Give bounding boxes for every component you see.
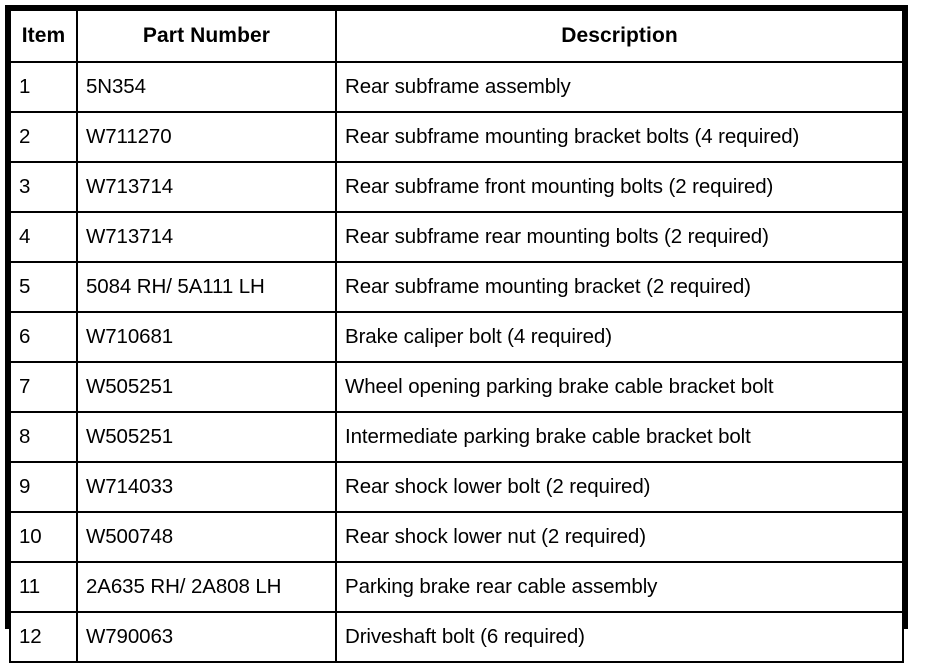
cell-item: 5 [9,261,78,313]
cell-description: Brake caliper bolt (4 required) [335,311,904,363]
cell-description: Intermediate parking brake cable bracket… [335,411,904,463]
cell-part-number: W505251 [76,411,337,463]
cell-description: Rear subframe mounting bracket bolts (4 … [335,111,904,163]
cell-part-number: W713714 [76,161,337,213]
cell-part-number: W713714 [76,211,337,263]
column-header-part-number: Part Number [76,9,337,63]
cell-item: 6 [9,311,78,363]
table-header-row: Item Part Number Description [9,9,904,63]
cell-item: 9 [9,461,78,513]
cell-item: 10 [9,511,78,563]
column-header-item: Item [9,9,78,63]
cell-item: 1 [9,61,78,113]
cell-part-number: W714033 [76,461,337,513]
cell-part-number: 2A635 RH/ 2A808 LH [76,561,337,613]
cell-description: Rear subframe front mounting bolts (2 re… [335,161,904,213]
cell-item: 12 [9,611,78,663]
cell-description: Rear subframe assembly [335,61,904,113]
cell-part-number: W710681 [76,311,337,363]
cell-description: Wheel opening parking brake cable bracke… [335,361,904,413]
cell-description: Rear shock lower nut (2 required) [335,511,904,563]
cell-description: Rear shock lower bolt (2 required) [335,461,904,513]
cell-part-number: W505251 [76,361,337,413]
cell-item: 4 [9,211,78,263]
cell-item: 7 [9,361,78,413]
cell-item: 3 [9,161,78,213]
cell-item: 2 [9,111,78,163]
cell-description: Rear subframe mounting bracket (2 requir… [335,261,904,313]
cell-description: Rear subframe rear mounting bolts (2 req… [335,211,904,263]
column-header-description: Description [335,9,904,63]
table-header: Item Part Number Description [9,9,904,63]
cell-part-number: W500748 [76,511,337,563]
cell-item: 8 [9,411,78,463]
cell-description: Driveshaft bolt (6 required) [335,611,904,663]
cell-part-number: 5084 RH/ 5A111 LH [76,261,337,313]
cell-part-number: W711270 [76,111,337,163]
cell-description: Parking brake rear cable assembly [335,561,904,613]
cell-part-number: 5N354 [76,61,337,113]
cell-part-number: W790063 [76,611,337,663]
cell-item: 11 [9,561,78,613]
